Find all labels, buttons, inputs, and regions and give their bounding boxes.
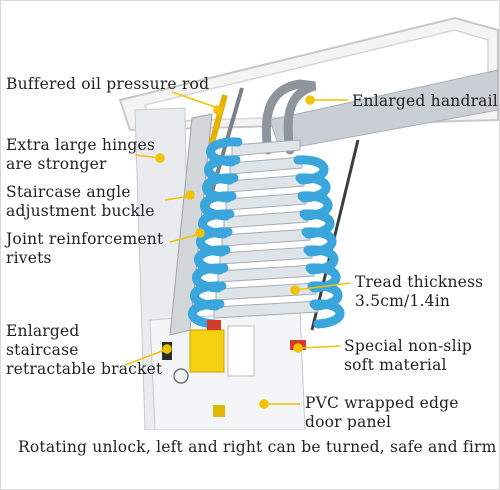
blue-coils-left [188,137,243,329]
warning-sticker [189,329,225,373]
latch-red-left [207,320,221,330]
label-rivets: Joint reinforcement rivets [6,230,163,268]
label-angle-line1: Staircase angle [6,183,131,201]
label-bracket-line2: staircase [6,341,79,359]
label-hinges-line1: Extra large hinges [6,136,156,154]
rod-yellow-sleeve [207,94,228,151]
label-hinges: Extra large hinges are stronger [6,136,155,174]
label-oil-rod: Buffered oil pressure rod [6,75,210,93]
label-angle-line2: adjustment buckle [6,202,155,220]
label-tread-line1: Tread thickness [355,273,484,291]
label-rivets-line1: Joint reinforcement [6,230,164,248]
blue-coils-right [293,155,345,329]
label-door-line1: PVC wrapped edge [305,394,459,412]
label-bracket-line1: Enlarged [6,322,80,340]
label-angle-buckle: Staircase angle adjustment buckle [6,183,155,221]
bottom-caption-bar [0,430,500,466]
pointers [124,91,351,409]
label-handrail: Enlarged handrail [352,92,498,110]
info-sticker [227,325,255,377]
rotating-knob [173,368,189,384]
latch-plate [213,405,225,417]
label-nonslip: Special non-slip soft material [344,337,472,375]
label-tread: Tread thickness 3.5cm/1.4in [355,273,483,311]
treads [213,139,319,319]
label-hinges-line2: are stronger [6,155,107,173]
label-door-line2: door panel [305,413,392,431]
label-nonslip-line2: soft material [344,356,447,374]
label-bracket-line3: retractable bracket [6,360,163,378]
handrail [261,79,317,155]
oil-rod-right [310,139,360,331]
bottom-caption: Rotating unlock, left and right can be t… [18,438,497,456]
label-nonslip-line1: Special non-slip [344,337,473,355]
label-rivets-line2: rivets [6,249,52,267]
label-door-panel: PVC wrapped edge door panel [305,394,459,432]
label-tread-line2: 3.5cm/1.4in [355,292,451,310]
stringer [169,113,213,336]
label-bracket: Enlarged staircase retractable bracket [6,322,162,379]
side-beam [269,69,499,151]
